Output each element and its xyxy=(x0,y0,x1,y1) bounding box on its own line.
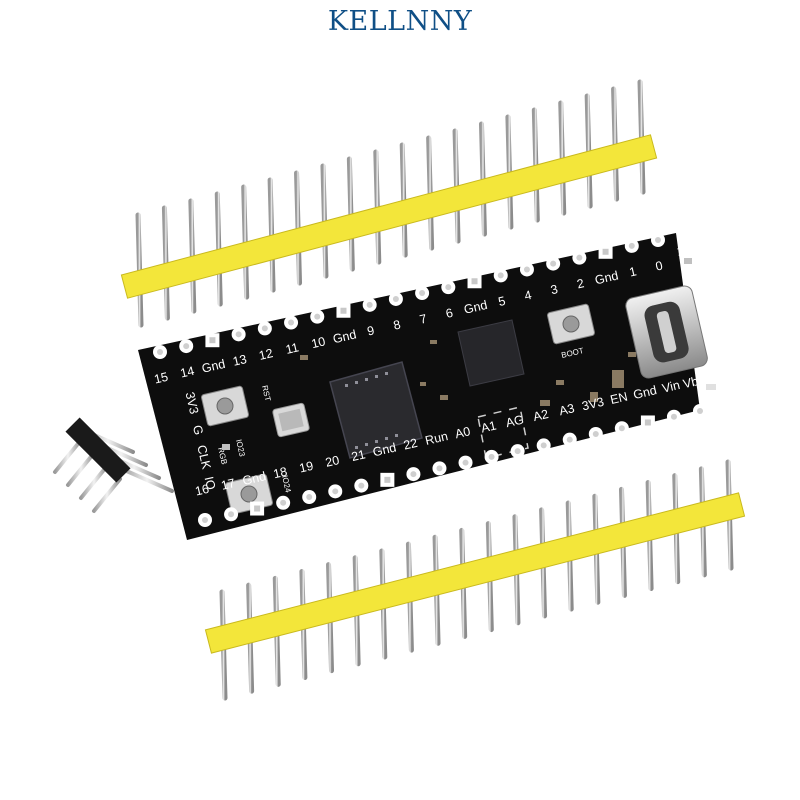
pin-label: 16 xyxy=(194,482,211,499)
side-pin-label: IO xyxy=(202,475,219,491)
pin-label: 15 xyxy=(153,370,170,387)
passive-components xyxy=(300,340,636,406)
pin-label: A2 xyxy=(532,407,550,424)
board-pads xyxy=(153,233,707,527)
io23-label: IO23 xyxy=(234,438,247,457)
main-chip xyxy=(329,361,423,459)
pin-label: 5 xyxy=(497,294,507,309)
pin-label: A1 xyxy=(480,418,498,435)
pin-label: A0 xyxy=(454,424,472,441)
header-plastic xyxy=(204,492,746,654)
usb-c-connector xyxy=(625,285,708,379)
io25-label: IO25 xyxy=(706,390,719,409)
pin-label: EN xyxy=(609,390,629,408)
pin-label: 13 xyxy=(231,352,248,369)
pin-label: 11 xyxy=(284,340,300,357)
main-chip-pads xyxy=(345,372,398,449)
header-plastic xyxy=(120,134,658,299)
pin-label: 4 xyxy=(523,288,533,303)
pin-label: 3 xyxy=(549,282,559,297)
pin-label: 1 xyxy=(628,264,638,279)
boot-button[interactable] xyxy=(547,303,595,345)
brand-watermark: KELLNNY xyxy=(327,6,473,37)
side-pin-label: CLK xyxy=(194,444,213,471)
pin-label: 12 xyxy=(258,346,275,363)
side-pin-label: 3V3 xyxy=(183,391,202,416)
pin-label: 17 xyxy=(220,476,237,493)
pin-label: 14 xyxy=(179,364,196,381)
pin-label: 0 xyxy=(654,258,664,273)
pin-label: Gnd xyxy=(632,383,658,402)
pin-label: A3 xyxy=(558,401,576,418)
four-pin-header xyxy=(53,417,174,513)
pin-label: Run xyxy=(424,429,450,448)
pin-label: Gnd xyxy=(200,357,226,376)
pin-label: 10 xyxy=(310,334,327,351)
io25-led xyxy=(706,384,716,390)
rst-label: RST xyxy=(260,384,272,402)
pin-label: Vin xyxy=(661,378,682,396)
pin-label: 19 xyxy=(298,459,315,476)
pin-label: 18 xyxy=(272,464,289,481)
pin-label: 2 xyxy=(576,276,586,291)
rgb-label: RGB xyxy=(216,446,229,465)
flash-chip xyxy=(457,319,525,387)
bottom-pin-header xyxy=(204,459,746,701)
pin-label: Gnd xyxy=(331,327,357,346)
pin-label: 8 xyxy=(392,317,402,332)
side-pin-label: G xyxy=(190,424,206,437)
io24-label: IO24 xyxy=(280,474,293,493)
pin-label: 3V3 xyxy=(580,395,605,414)
component-outline xyxy=(477,406,529,459)
pin-label: Gnd xyxy=(463,298,489,317)
rgb-led xyxy=(222,444,230,450)
pin-label: 20 xyxy=(324,453,341,470)
pin-label: 6 xyxy=(444,306,454,321)
pin-label: 9 xyxy=(366,323,376,338)
pin-label: 22 xyxy=(402,436,419,453)
pin-label: Vbus xyxy=(682,371,713,391)
rst-button[interactable] xyxy=(201,385,249,427)
pin-label: AG xyxy=(504,412,525,430)
pin-label: 7 xyxy=(418,312,428,327)
top-pin-header xyxy=(120,79,658,328)
pin-label: Gnd xyxy=(594,268,620,287)
pwr-led xyxy=(684,258,692,264)
pin-label: 21 xyxy=(350,447,367,464)
pin-label: Gnd xyxy=(241,469,267,488)
pin-label: Gnd xyxy=(371,440,397,459)
